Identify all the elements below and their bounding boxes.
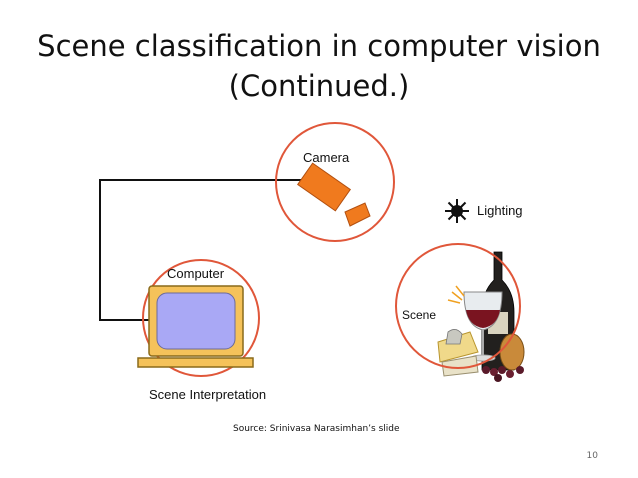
slide-title: Scene classiﬁcation in computer vision (… (0, 26, 638, 106)
scene-node: Scene (395, 243, 525, 382)
scene-interpretation-label: Scene Interpretation (149, 387, 266, 402)
sparkle-icon (447, 285, 465, 304)
computer-label: Computer (167, 266, 225, 281)
computer-circle (142, 259, 260, 377)
page-number: 10 (586, 451, 598, 461)
scene-label: Scene (402, 308, 436, 322)
scene-circle (395, 243, 521, 369)
slide-title-line-1: Scene classiﬁcation in computer vision (37, 29, 601, 63)
lighting-node: Lighting (445, 199, 523, 223)
wine-and-cheese-icon (437, 251, 525, 382)
source-citation: Source: Srinivasa Narasimhan’s slide (233, 424, 400, 434)
monitor-icon (137, 285, 254, 368)
lighting-label: Lighting (477, 203, 523, 218)
sun-icon (445, 199, 469, 223)
camera-circle (275, 122, 395, 242)
camera-node: Camera (275, 122, 395, 242)
slide-title-line-2: (Continued.) (228, 69, 410, 103)
camera-label: Camera (303, 150, 350, 165)
camera-icon (297, 162, 371, 227)
computer-node: Computer (137, 259, 260, 377)
camera-computer-wire (99, 179, 302, 321)
